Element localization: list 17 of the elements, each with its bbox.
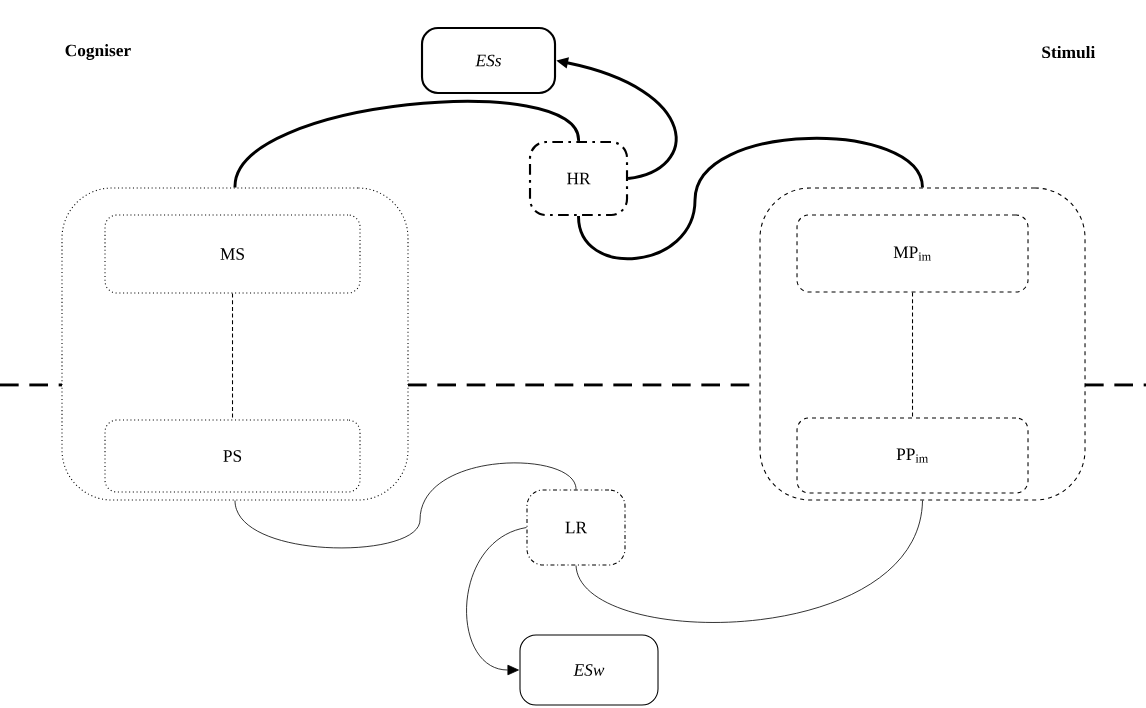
heading: Cogniser [65, 44, 131, 60]
connector [231, 293, 234, 420]
rounded-box: ESs [420, 26, 557, 95]
heading: Stimuli [1042, 45, 1096, 59]
rounded-box: MP$_{im}$ [796, 214, 1029, 293]
rounded-box: MS [104, 214, 361, 294]
connector [233, 100, 580, 188]
rounded-box: PS [104, 419, 361, 493]
connector [575, 500, 923, 623]
connector [234, 462, 577, 549]
connector [577, 137, 924, 260]
rounded-box: PP$_{im}$ [796, 417, 1029, 494]
rounded-box: LR [526, 489, 626, 566]
connector [912, 292, 914, 418]
rounded-box: ESw [519, 634, 659, 706]
connector [466, 527, 527, 676]
rounded-box: HR [528, 140, 629, 217]
